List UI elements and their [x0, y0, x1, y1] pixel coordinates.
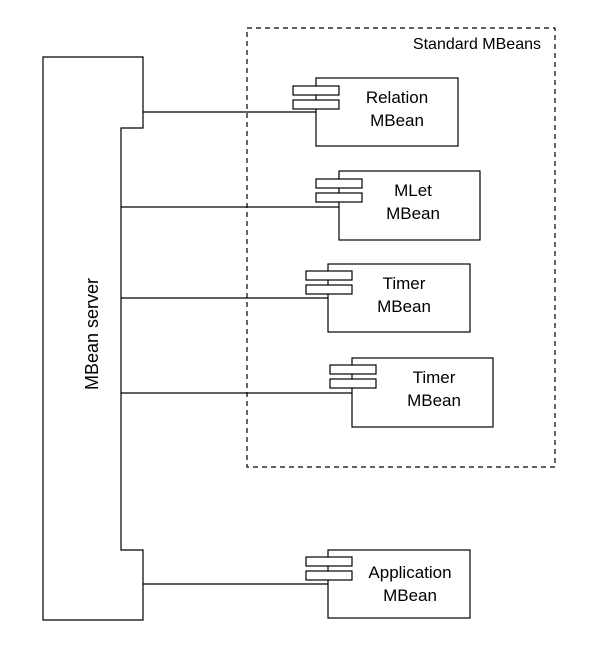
component-label-line2: MBean [377, 297, 431, 316]
component-port-icon [305, 570, 353, 581]
component-port-icon [292, 99, 340, 110]
standard-mbeans-group [246, 27, 556, 468]
standard-mbeans-label: Standard MBeans [413, 36, 541, 53]
component-port-icon [305, 270, 353, 281]
component-timer-mbean-1: Timer MBean [305, 263, 471, 333]
component-label-line2: MBean [407, 391, 461, 410]
component-label-line2: MBean [370, 111, 424, 130]
component-label-line1: Relation [366, 88, 428, 107]
component-port-icon [329, 378, 377, 389]
component-port-icon [305, 556, 353, 567]
component-label-line2: MBean [386, 204, 440, 223]
component-label-line1: Timer [413, 368, 456, 387]
component-label-line1: MLet [394, 181, 432, 200]
component-application-mbean: Application MBean [305, 549, 471, 619]
component-timer-mbean-2: Timer MBean [329, 357, 494, 428]
mbean-server-label: MBean server [82, 278, 102, 390]
component-label-line1: Timer [383, 274, 426, 293]
component-port-icon [315, 178, 363, 189]
component-mlet-mbean: MLet MBean [315, 170, 481, 241]
mbean-server-shape [42, 56, 144, 621]
component-port-icon [329, 364, 377, 375]
component-label-line1: Application [368, 563, 451, 582]
component-port-icon [315, 192, 363, 203]
component-label-line2: MBean [383, 586, 437, 605]
component-port-icon [305, 284, 353, 295]
component-port-icon [292, 85, 340, 96]
component-relation-mbean: Relation MBean [292, 77, 459, 147]
